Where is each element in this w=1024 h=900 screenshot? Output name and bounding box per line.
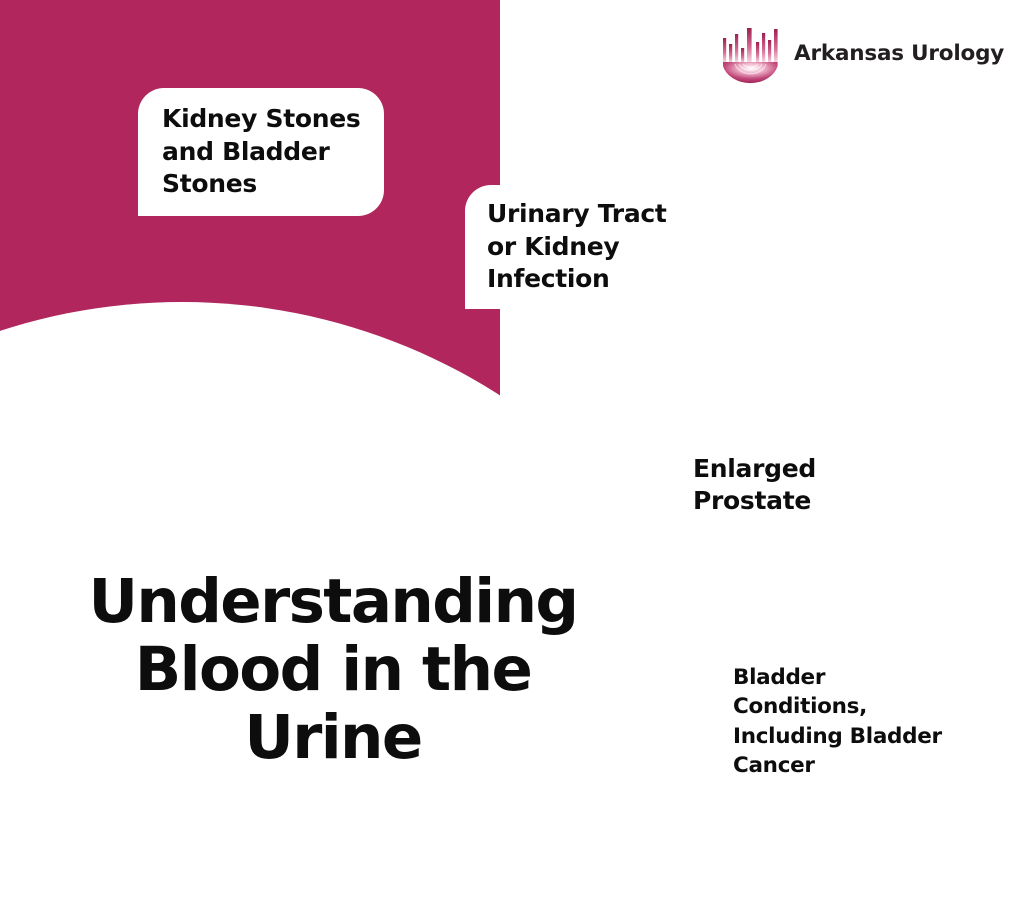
- cause-card-kidney-stones-line-2: and Bladder: [162, 136, 330, 166]
- cause-card-enlarged-prostate-line-1: Enlarged: [693, 453, 816, 483]
- cause-card-bladder-conditions-line-4: Cancer: [733, 752, 815, 778]
- cause-card-bladder-conditions-line-2: Conditions,: [733, 694, 868, 720]
- page-title-line-2: Blood in the: [134, 634, 533, 706]
- cause-card-bladder-conditions: Bladder Conditions, Including Bladder Ca…: [711, 651, 959, 792]
- cause-card-kidney-stones-line-3: Stones: [162, 169, 257, 199]
- page-title-line-1: Understanding: [88, 565, 579, 637]
- cause-card-kidney-stones: Kidney Stones and Bladder Stones: [138, 88, 384, 216]
- cause-card-enlarged-prostate: Enlarged Prostate: [667, 423, 915, 547]
- brand-logo: Arkansas Urology: [718, 24, 1004, 86]
- cause-card-urinary-tract-or-kidney-infection: Urinary Tract or Kidney Infection: [465, 185, 711, 309]
- cause-card-bladder-conditions-line-1: Bladder: [733, 664, 826, 690]
- logo-wordmark: Arkansas Urology: [794, 41, 1005, 67]
- page-title-line-3: Urine: [244, 702, 423, 774]
- cause-card-uti-line-2: or Kidney: [487, 231, 620, 261]
- cause-card-bladder-conditions-line-3: Including Bladder: [733, 723, 942, 749]
- cause-card-kidney-stones-line-1: Kidney Stones: [162, 104, 361, 134]
- cause-card-enlarged-prostate-line-2: Prostate: [693, 486, 812, 515]
- page-title: Understanding Blood in the Urine: [28, 565, 638, 774]
- cause-card-uti-line-1: Urinary Tract: [487, 198, 667, 228]
- white-inner-circle: [0, 302, 770, 900]
- arkansas-urology-u-mark-icon: [723, 28, 778, 84]
- cause-card-uti-line-3: Infection: [487, 264, 610, 294]
